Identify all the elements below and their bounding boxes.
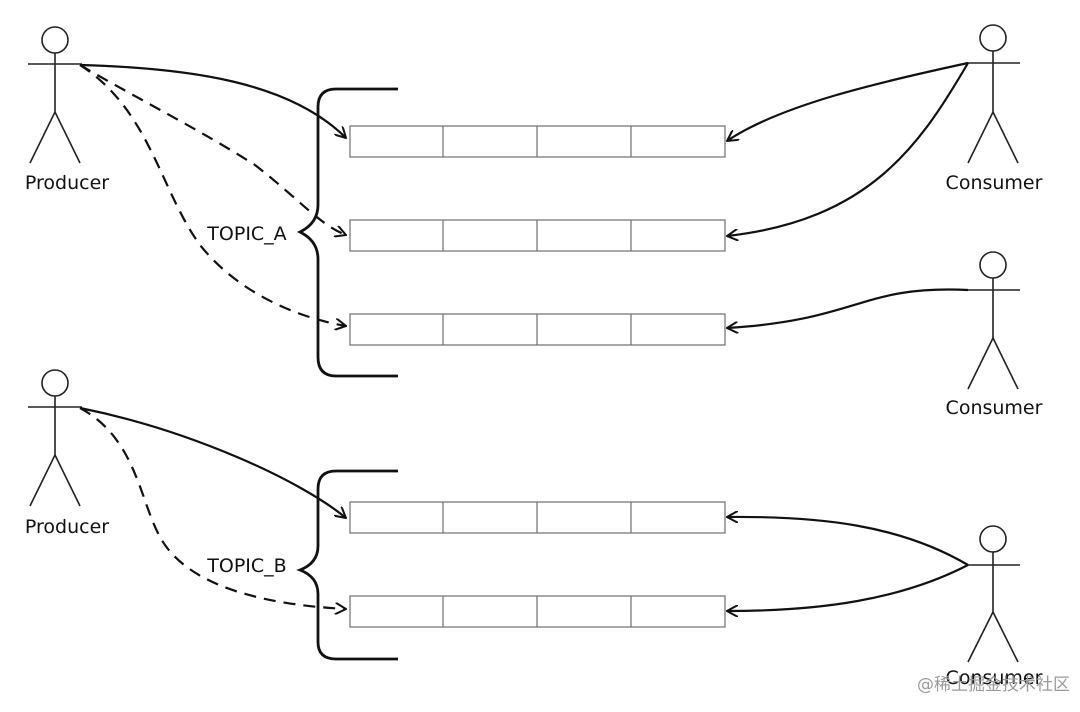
topic-a-queue-2 bbox=[349, 219, 726, 252]
consumer-3-label: Consumer bbox=[946, 667, 1043, 689]
consumer-1-actor bbox=[966, 24, 1020, 164]
consumer-2-actor bbox=[966, 251, 1020, 390]
watermark-text: @稀土掘金技术社区 bbox=[917, 675, 1070, 695]
topic-b-brace bbox=[296, 469, 398, 661]
consumer-1-arrow-queue-2 bbox=[727, 62, 969, 236]
topic-b-queue-2 bbox=[349, 595, 726, 628]
consumer-3-arrow-queue-2 bbox=[727, 564, 969, 611]
producer-top-arrow-queue-1 bbox=[79, 63, 346, 138]
producer-top-actor bbox=[28, 26, 82, 164]
producer-top-dashed-arrow-queue-2 bbox=[79, 64, 346, 235]
consumer-3-arrow-queue-1 bbox=[727, 517, 969, 566]
topic-b-queue-1 bbox=[349, 501, 726, 534]
topic-a-label: TOPIC_A bbox=[206, 223, 286, 245]
consumer-2-arrow-queue-3 bbox=[727, 288, 969, 328]
topic-a-queue-1 bbox=[349, 125, 726, 158]
topic-a-brace bbox=[296, 87, 398, 378]
producer-bottom-label: Producer bbox=[25, 516, 109, 538]
consumer-1-label: Consumer bbox=[946, 172, 1043, 194]
consumer-2-label: Consumer bbox=[946, 397, 1043, 419]
producer-top-label: Producer bbox=[25, 172, 109, 194]
consumer-3-actor bbox=[966, 525, 1020, 663]
producer-bottom-arrow-queue-1 bbox=[79, 406, 346, 518]
producer-bottom-actor bbox=[28, 369, 82, 507]
producer-top-dashed-arrow-queue-3 bbox=[79, 64, 346, 326]
topic-a-queue-3 bbox=[349, 313, 726, 346]
topic-b-label: TOPIC_B bbox=[206, 555, 286, 577]
consumer-1-arrow-queue-1 bbox=[727, 61, 969, 141]
producer-bottom-dashed-arrow-queue-2 bbox=[79, 407, 346, 609]
